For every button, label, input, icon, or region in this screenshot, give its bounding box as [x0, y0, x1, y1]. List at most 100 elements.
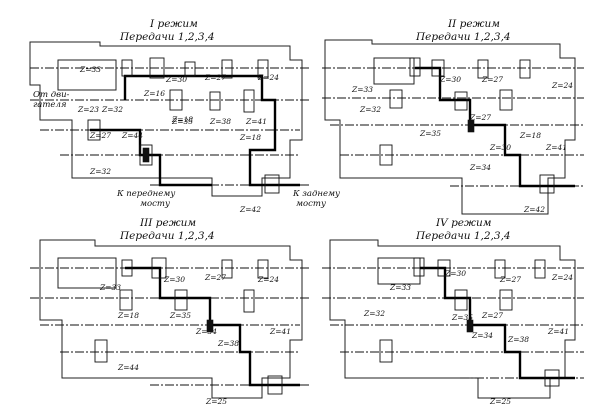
panel-2-housing [324, 39, 576, 215]
panel-1-gear-g [209, 91, 221, 111]
panel-mode-4: IV режим Передачи 1,2,3,4 Z=33 Z=30 Z=27… [322, 217, 584, 406]
panel-2-z-41: Z=41 [545, 143, 567, 152]
panel-1-power-flow-front [90, 128, 212, 187]
panel-mode-1: I режим Передачи 1,2,3,4 Z=33 Z=23 Z=32 … [29, 18, 340, 214]
panel-1-z-24: Z=24 [257, 73, 279, 82]
panel-2-input-case [373, 57, 415, 85]
panel-1-note-front-2: мосту [140, 199, 170, 209]
panel-4-gear-g [379, 339, 393, 363]
panel-1-z-30: Z=30 [165, 75, 187, 84]
panel-2-z-42: Z=42 [523, 205, 545, 214]
panel-2-z-33: Z=33 [351, 85, 373, 94]
panel-4-gear-h [544, 369, 560, 387]
panel-1-z-18b: Z=18 [239, 133, 261, 142]
panel-3-z-35: Z=35 [169, 311, 191, 320]
panel-3-gear-f [174, 289, 188, 311]
panel-4-z-35: Z=35 [451, 313, 473, 322]
panel-1-gear-h [243, 89, 255, 113]
panel-1-note-engine-2: гателя [33, 100, 67, 110]
panel-3-input-case [57, 257, 117, 289]
panel-1-note-engine-1: От дви- [33, 90, 70, 100]
panel-1-gear-e [257, 59, 269, 79]
panel-3-z-24: Z=24 [257, 275, 279, 284]
panel-3-z-18: Z=18 [117, 311, 139, 320]
panel-3-gear-c [221, 259, 233, 279]
panel-3-housing [39, 239, 303, 399]
panel-1-z-41: Z=41 [245, 117, 267, 126]
panel-2-z-34: Z=34 [469, 163, 491, 172]
panel-3-z-34: Z=34 [195, 327, 217, 336]
panel-4-z-38: Z=38 [507, 335, 529, 344]
panel-1-z-23: Z=23 [77, 105, 99, 114]
panel-4-z-30: Z=30 [444, 269, 466, 278]
panel-2-clutch [467, 119, 475, 133]
panel-3-z-38: Z=38 [217, 339, 239, 348]
panel-1-z-16: Z=16 [143, 89, 165, 98]
panel-1-z-27a: Z=27 [89, 131, 111, 140]
panel-2-gear-h [379, 144, 393, 166]
panel-1-note-rear-1: К заднему [292, 189, 340, 199]
panel-2-mode-title: II режим [447, 18, 500, 30]
panel-2-power-flow [415, 66, 575, 188]
panel-3-gear-b [151, 257, 167, 279]
panel-2-gear-c [477, 59, 489, 79]
panel-2-z-30b: Z=30 [489, 143, 511, 152]
panel-3-gear-e [119, 289, 133, 311]
panel-2-z-27b: Z=27 [469, 113, 491, 122]
panel-1-z-35: Z=35 [171, 117, 193, 126]
panel-2-gear-f [454, 91, 468, 111]
panel-2-gear-e [389, 89, 403, 109]
panel-4-gears-line: Передачи 1,2,3,4 [415, 230, 511, 242]
panel-3-power-flow [125, 266, 300, 387]
panel-1-input-case [57, 59, 117, 91]
panel-1-gear-j [139, 144, 153, 166]
panel-2-z-30a: Z=30 [439, 75, 461, 84]
panel-4-gear-b [437, 259, 451, 277]
panel-4-z-41: Z=41 [547, 327, 569, 336]
panel-1-gears-line: Передачи 1,2,3,4 [119, 31, 215, 43]
panel-1-gear-a [121, 59, 133, 77]
panel-4-z-25: Z=25 [489, 397, 511, 406]
panel-2-gear-d [519, 59, 531, 79]
panel-4-power-flow [420, 266, 575, 380]
panel-1-z-33: Z=33 [79, 65, 101, 74]
panel-1-gear-d [221, 59, 233, 79]
panel-2-z-18: Z=18 [519, 131, 541, 140]
panel-1-z-38: Z=38 [209, 117, 231, 126]
panel-4-z-32: Z=32 [363, 309, 385, 318]
panel-3-gear-i [267, 375, 283, 395]
panel-1-z-27b: Z=27 [204, 73, 226, 82]
panel-1-z-44: Z=44 [121, 131, 143, 140]
panel-4-z-33: Z=33 [389, 283, 411, 292]
panel-2-z-24: Z=24 [551, 81, 573, 90]
panel-4-z-34: Z=34 [471, 331, 493, 340]
panel-4-gear-d [534, 259, 546, 279]
panel-1-z-32b: Z=32 [89, 167, 111, 176]
panel-4-gear-c [494, 259, 506, 279]
panel-4-clutch [466, 319, 474, 333]
panel-3-z-30: Z=30 [163, 275, 185, 284]
panel-2-z-32: Z=32 [359, 105, 381, 114]
panel-1-note-rear-2: мосту [296, 199, 326, 209]
panel-2-z-27a: Z=27 [481, 75, 503, 84]
panel-2-gears-line: Передачи 1,2,3,4 [415, 31, 511, 43]
panel-4-z-27b: Z=27 [481, 311, 503, 320]
panel-1-mode-title: I режим [149, 18, 198, 30]
panel-2-gear-i [539, 174, 555, 194]
panel-4-z-27a: Z=27 [499, 275, 521, 284]
panel-1-housing [29, 41, 303, 197]
panel-3-gear-a [121, 259, 133, 277]
panel-3-z-25: Z=25 [205, 397, 227, 406]
panel-1-gear-f [169, 89, 183, 111]
panel-1-gear-i [87, 119, 101, 141]
panel-3-clutch [206, 319, 214, 333]
panel-1-power-flow [123, 74, 300, 187]
panel-mode-2: II режим Передачи 1,2,3,4 Z=33 Z=32 Z=30… [322, 18, 584, 215]
panel-3-gear-d [257, 259, 269, 279]
panel-3-mode-title: III режим [139, 217, 196, 229]
panel-3-z-33: Z=33 [99, 283, 121, 292]
panel-1-note-front-1: К переднему [116, 189, 175, 199]
panel-4-gear-e [454, 289, 468, 311]
panel-4-gear-a [413, 257, 425, 277]
